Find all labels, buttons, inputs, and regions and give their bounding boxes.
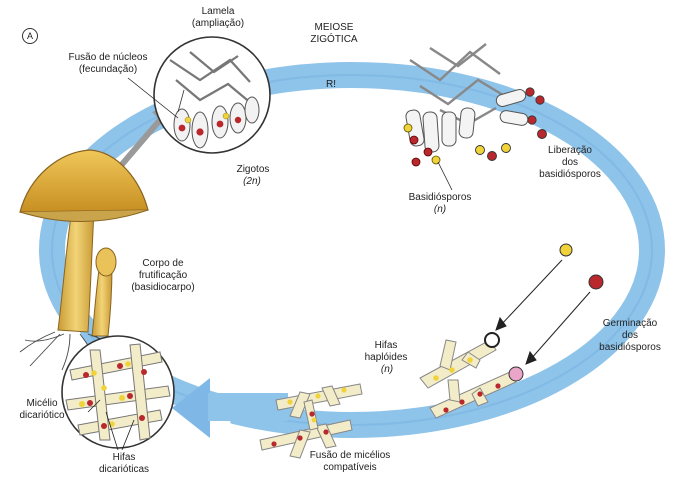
label-hifas-haploides-ploidy: (n) bbox=[372, 364, 402, 376]
label-corpo: Corpo de frutificação (basidiocarpo) bbox=[118, 258, 208, 294]
label-hifas-dicarioticas: Hifas dicarióticas bbox=[86, 452, 162, 476]
label-lamela: Lamela (ampliação) bbox=[178, 6, 258, 30]
label-hifas-haploides: Hifas haplóides bbox=[356, 340, 416, 364]
label-fusao-nucleos: Fusão de núcleos (fecundação) bbox=[58, 52, 158, 76]
label-meiose: MEIOSE ZIGÓTICA bbox=[294, 22, 374, 46]
label-fusao-micelios: Fusão de micélios compatíveis bbox=[290, 450, 410, 474]
label-r-symbol: R! bbox=[316, 79, 346, 91]
label-zigotos-ploidy: (2n) bbox=[232, 176, 272, 188]
mycelium-magnifier bbox=[62, 336, 174, 450]
label-liberacao: Liberação dos basidiósporos bbox=[530, 145, 610, 181]
label-zigotos: Zigotos bbox=[228, 164, 278, 176]
panel-letter: A bbox=[22, 28, 38, 44]
lamela-magnifier bbox=[154, 37, 270, 153]
label-micelio: Micélio dicariótico bbox=[4, 398, 80, 422]
label-basidiosporos: Basidiósporos bbox=[400, 192, 480, 204]
germination-arrows bbox=[496, 260, 590, 364]
label-basidiosporos-ploidy: (n) bbox=[420, 204, 460, 216]
label-germinacao: Germinação dos basidiósporos bbox=[588, 318, 672, 354]
